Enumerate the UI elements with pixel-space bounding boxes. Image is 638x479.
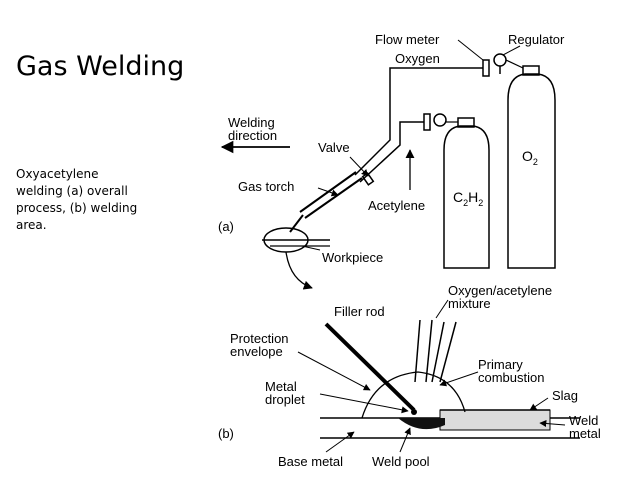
filler-rod [324, 322, 416, 412]
weld-pool [398, 418, 445, 430]
c2h2-label: C2H2 [453, 189, 483, 208]
protection-label-2: envelope [230, 344, 283, 359]
slag-label: Slag [552, 388, 578, 403]
protection-leader [297, 351, 371, 391]
gas-torch-leader [317, 187, 339, 197]
weld-metal-label-1: Weld [569, 413, 598, 428]
caption-line-3: process, (b) welding [16, 201, 138, 215]
torch-tip [414, 319, 457, 383]
flame-path-arrow [285, 251, 313, 290]
acetylene-cylinder [443, 117, 490, 269]
slag-leader [529, 397, 549, 411]
oxygen-label: Oxygen [395, 51, 440, 66]
workpiece-leader [301, 245, 321, 251]
weld-metal [439, 409, 551, 431]
acetylene-regulator-gauge [433, 113, 447, 127]
slide-title: Gas Welding [16, 51, 185, 82]
primary-combustion-label-2: combustion [478, 370, 544, 385]
mixture-label-1: Oxygen/acetylene [448, 283, 552, 298]
primary-combustion-leader [439, 371, 479, 387]
protection-envelope [361, 371, 466, 419]
mixture-leader [435, 299, 449, 319]
metal-droplet-label-2: droplet [265, 392, 305, 407]
panel-a: Flow meter Regulator Oxygen Welding dire… [218, 32, 565, 290]
oxygen-cylinder [507, 65, 556, 269]
filler-rod-label: Filler rod [334, 304, 385, 319]
gas-torch-label: Gas torch [238, 179, 294, 194]
weld-pool-leader [399, 427, 411, 453]
welding-direction-label-1: Welding [228, 115, 275, 130]
flow-meter-label: Flow meter [375, 32, 440, 47]
acetylene-flow-meter-icon [423, 113, 431, 131]
flow-meter-icon [482, 59, 490, 77]
metal-droplet-label-1: Metal [265, 379, 297, 394]
metal-droplet [411, 409, 417, 415]
workpiece-label: Workpiece [322, 250, 383, 265]
flow-meter-leader [457, 39, 484, 61]
acetylene-hose [359, 121, 424, 183]
base-metal-label: Base metal [278, 454, 343, 469]
protection-label-1: Protection [230, 331, 289, 346]
regulator-leader [502, 45, 521, 56]
weld-metal-leader [539, 420, 566, 427]
metal-droplet-leader [319, 393, 409, 414]
weld-metal-label-2: metal [569, 426, 601, 441]
slide-caption: Oxyacetylene welding (a) overall process… [16, 166, 166, 234]
weld-pool-label: Weld pool [372, 454, 430, 469]
oxygen-regulator-gauge [493, 53, 507, 67]
caption-line-4: area. [16, 218, 47, 232]
welding-direction-label-2: direction [228, 128, 277, 143]
regulator-label: Regulator [508, 32, 565, 47]
caption-line-2: welding (a) overall [16, 184, 128, 198]
base-metal-leader [325, 431, 355, 453]
primary-combustion-label-1: Primary [478, 357, 523, 372]
valve-leader [349, 156, 369, 177]
panel-b: Filler rod Oxygen/acetylene mixture Prot… [218, 283, 601, 469]
valve-label: Valve [318, 140, 350, 155]
acetylene-label: Acetylene [368, 198, 425, 213]
mixture-label-2: mixture [448, 296, 491, 311]
o2-label: O2 [522, 148, 538, 167]
caption-line-1: Oxyacetylene [16, 167, 99, 181]
panel-b-label: (b) [218, 426, 234, 441]
panel-a-label: (a) [218, 219, 234, 234]
oxygen-hose [354, 67, 483, 176]
valve-icon [361, 172, 375, 186]
